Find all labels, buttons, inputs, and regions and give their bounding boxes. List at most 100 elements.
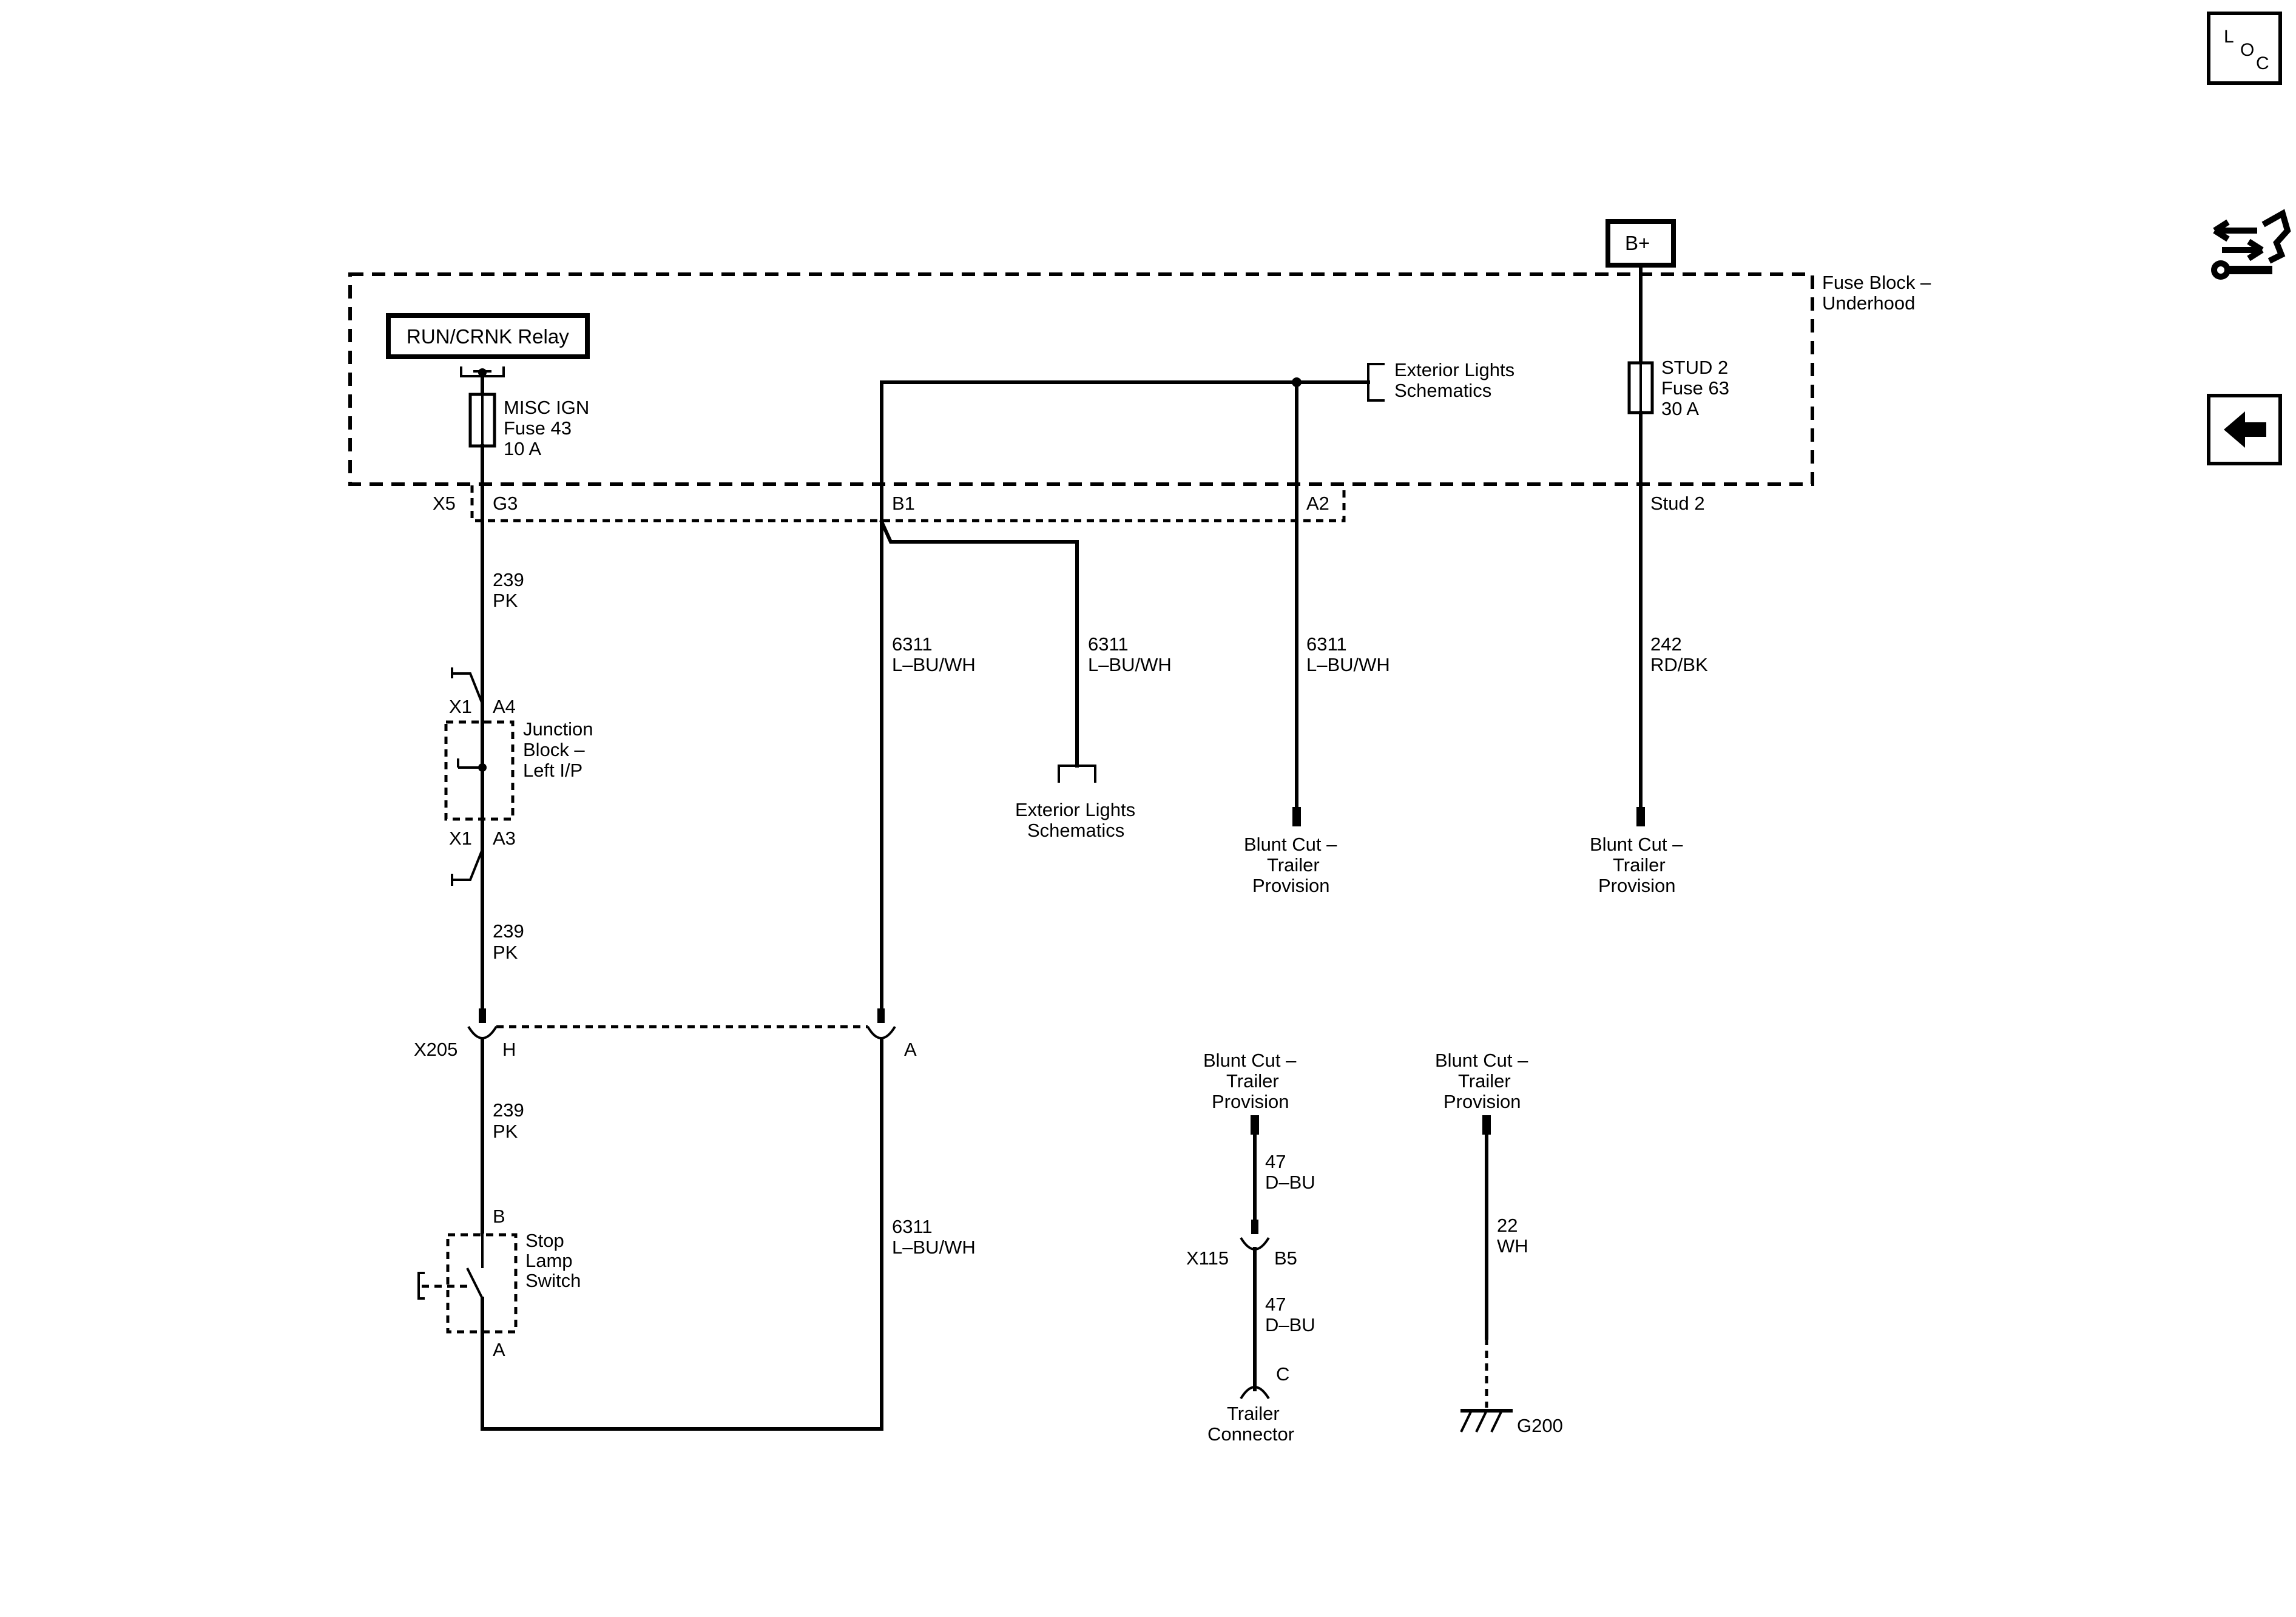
fuse-63-label-1: STUD 2 <box>1661 357 1728 378</box>
connector-tool-icon[interactable] <box>2211 209 2291 280</box>
back-arrow-icon[interactable] <box>2207 394 2282 465</box>
connector-x5-label: X5 <box>433 493 456 514</box>
wire-6311-num-1: 6311 <box>892 633 933 655</box>
wire-22-color: WH <box>1497 1235 1528 1257</box>
wire-239-color-2: PK <box>493 942 518 963</box>
connector-x1-top-label: X1 <box>449 696 472 717</box>
connector-c-label: C <box>1276 1363 1289 1385</box>
junction-block-label-2: Block – <box>523 739 585 760</box>
fuse-43-label-1: MISC IGN <box>504 397 589 418</box>
stop-lamp-b-label: B <box>493 1206 505 1227</box>
blunt-cut-2-end <box>1636 807 1645 826</box>
wire-6311-color-4: L–BU/WH <box>892 1237 976 1258</box>
blunt-cut-2-label-3: Provision <box>1598 875 1676 896</box>
blunt-cut-1-end <box>1292 807 1301 826</box>
connector-h-label: H <box>502 1039 516 1060</box>
blunt-cut-1-label-3: Provision <box>1252 875 1330 896</box>
wire-6311-return-loop <box>481 1037 883 1431</box>
x205-h-pin <box>479 1008 486 1023</box>
blunt-cut-4-label-1: Blunt Cut – <box>1435 1050 1528 1071</box>
x115-pin <box>1251 1220 1258 1234</box>
fuse-63-label-2: Fuse 63 <box>1661 377 1729 399</box>
connector-a-label: A <box>904 1039 917 1060</box>
stop-lamp-a-label: A <box>493 1339 505 1360</box>
exterior-lights-lower-label-1: Exterior Lights <box>1015 799 1135 820</box>
wire-239-num-1: 239 <box>493 569 524 590</box>
exterior-lights-ref-upper-symbol[interactable] <box>1367 363 1385 402</box>
wire-6311-main-vertical <box>880 380 1298 1012</box>
blunt-cut-1-label-1: Blunt Cut – <box>1244 834 1337 855</box>
blunt-cut-4-end <box>1482 1115 1491 1135</box>
fuse-43-label-2: Fuse 43 <box>504 417 572 439</box>
fuse-block-label-2: Underhood <box>1822 292 1915 314</box>
ground-g200-label: G200 <box>1517 1415 1563 1436</box>
locator-letter-o: O <box>2240 40 2254 60</box>
connector-a4-label: A4 <box>493 696 516 717</box>
blunt-cut-4-label-2: Trailer <box>1458 1070 1511 1092</box>
connector-b1-label: B1 <box>892 493 915 514</box>
junction-x1-a3-terminal <box>451 849 484 886</box>
wire-6311-color-1: L–BU/WH <box>892 654 976 675</box>
x205-a-socket <box>866 1025 896 1039</box>
connector-stud2-label: Stud 2 <box>1650 493 1705 514</box>
wire-47-color-1: D–BU <box>1265 1172 1315 1193</box>
blunt-cut-1-label-2: Trailer <box>1267 854 1320 876</box>
junction-block-outline[interactable] <box>444 720 515 821</box>
exterior-lights-upper-label-2: Schematics <box>1394 380 1491 401</box>
stop-lamp-switch-outline[interactable] <box>446 1233 518 1334</box>
fuse-63-label-3: 30 A <box>1661 398 1699 419</box>
battery-positive-box[interactable] <box>1606 219 1676 268</box>
wire-6311-branch-lower <box>879 519 1079 768</box>
stop-lamp-label-3: Switch <box>525 1270 581 1291</box>
blunt-cut-3-label-1: Blunt Cut – <box>1203 1050 1297 1071</box>
blunt-cut-3-end <box>1251 1115 1259 1135</box>
blunt-cut-2-label-2: Trailer <box>1613 854 1666 876</box>
wire-47-color-2: D–BU <box>1265 1314 1315 1335</box>
blunt-cut-3-label-3: Provision <box>1212 1091 1289 1112</box>
wire-239-color-1: PK <box>493 590 518 611</box>
wire-6311-color-2: L–BU/WH <box>1088 654 1172 675</box>
locator-icon[interactable]: L O C <box>2207 12 2282 85</box>
run-crnk-relay-label: RUN/CRNK Relay <box>407 325 569 348</box>
wire-6311-color-3: L–BU/WH <box>1306 654 1390 675</box>
fuse-block-underhood-outline <box>348 272 1814 486</box>
trailer-connector-label-2: Connector <box>1207 1423 1294 1445</box>
battery-positive-label: B+ <box>1625 232 1650 254</box>
wire-6311-num-2: 6311 <box>1088 633 1129 655</box>
x5-connector-outline <box>470 485 1346 522</box>
junction-block-label-3: Left I/P <box>523 760 582 781</box>
wire-239-num-3: 239 <box>493 1099 524 1121</box>
wire-239-num-2: 239 <box>493 920 524 942</box>
connector-g3-label: G3 <box>493 493 518 514</box>
connector-x205-label: X205 <box>414 1039 458 1060</box>
connector-x1-bot-label: X1 <box>449 828 472 849</box>
stop-lamp-plunger-end <box>417 1272 425 1300</box>
connector-a3-label: A3 <box>493 828 516 849</box>
connector-b5-label: B5 <box>1274 1247 1297 1269</box>
fuse-block-label-1: Fuse Block – <box>1822 272 1931 293</box>
trailer-connector-c-socket[interactable] <box>1240 1386 1270 1400</box>
stop-lamp-label-2: Lamp <box>525 1250 573 1271</box>
ground-g200-symbol[interactable] <box>1460 1409 1513 1433</box>
exterior-lights-lower-label-2: Schematics <box>1027 820 1124 841</box>
wire-47-num-2: 47 <box>1265 1294 1286 1315</box>
blunt-cut-3-label-2: Trailer <box>1226 1070 1279 1092</box>
stop-lamp-switch-contact <box>466 1232 484 1299</box>
trailer-connector-label-1: Trailer <box>1227 1403 1280 1424</box>
wire-239-color-3: PK <box>493 1121 518 1142</box>
wire-47-num-1: 47 <box>1265 1151 1286 1172</box>
junction-block-label-1: Junction <box>523 718 593 740</box>
locator-letter-c: C <box>2256 53 2269 73</box>
x205-h-socket <box>467 1025 498 1039</box>
locator-letter-l: L <box>2224 27 2234 47</box>
exterior-lights-ref-lower-symbol[interactable] <box>1058 765 1096 783</box>
wire-242-color: RD/BK <box>1650 654 1708 675</box>
wire-6311-num-3: 6311 <box>1306 633 1347 655</box>
blunt-cut-2-label-1: Blunt Cut – <box>1590 834 1683 855</box>
junction-x1-a4-terminal <box>451 667 484 704</box>
run-crnk-relay-box[interactable] <box>386 313 590 359</box>
connector-x115-label: X115 <box>1186 1247 1229 1269</box>
exterior-lights-upper-label-1: Exterior Lights <box>1394 359 1514 380</box>
wire-22-num: 22 <box>1497 1215 1518 1236</box>
wire-6311-num-4: 6311 <box>892 1216 933 1237</box>
